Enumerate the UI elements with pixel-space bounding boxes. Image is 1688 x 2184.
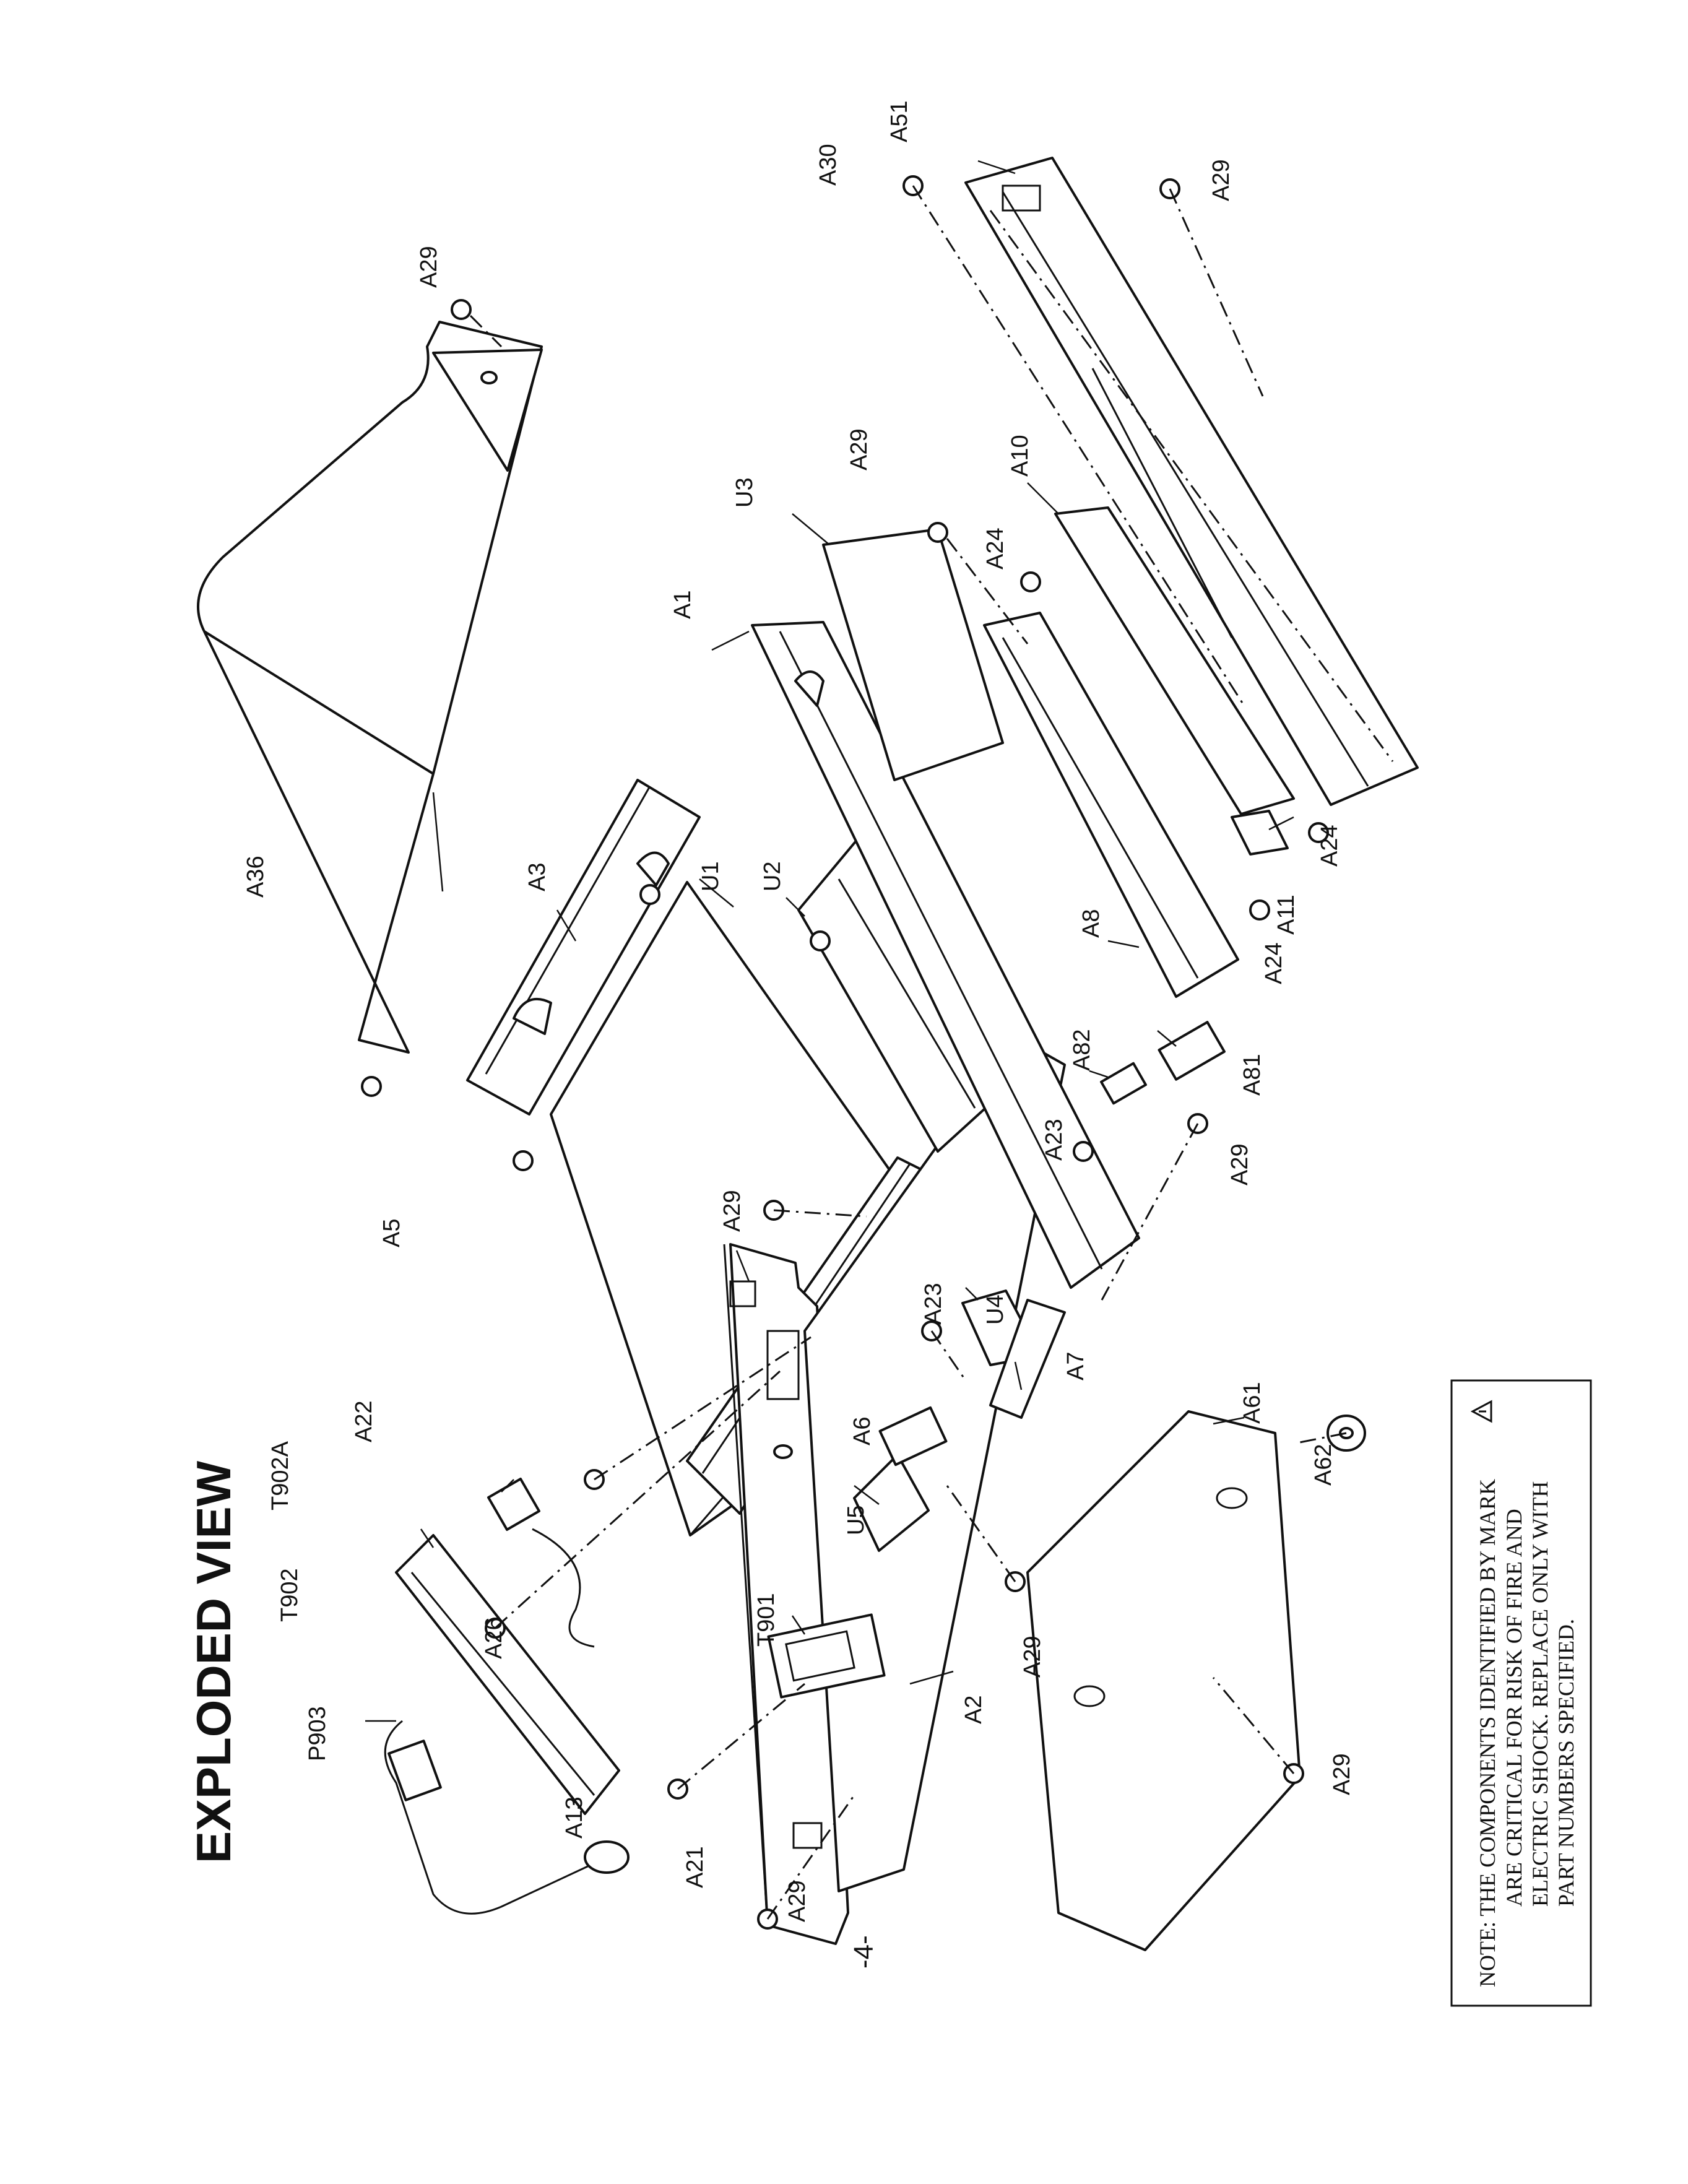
window-a10 xyxy=(1054,506,1295,815)
label-a29: A29 xyxy=(719,1190,745,1232)
label-a29: A29 xyxy=(1019,1636,1045,1678)
label-p903: P903 xyxy=(305,1706,331,1761)
board-u3 xyxy=(822,528,1004,781)
label-a22: A22 xyxy=(351,1400,377,1442)
label-u1: U1 xyxy=(698,861,724,891)
label-a13: A13 xyxy=(561,1796,587,1839)
label-a24: A24 xyxy=(1261,942,1287,984)
front-frame-a1 xyxy=(751,621,1140,1289)
page-title: EXPLODED VIEW xyxy=(186,1461,241,1863)
label-a29: A29 xyxy=(416,246,442,288)
label-a29: A29 xyxy=(784,1880,810,1922)
part-a6 xyxy=(878,1406,948,1467)
label-a11: A11 xyxy=(1273,895,1299,935)
page-number: -4- xyxy=(849,1935,879,1969)
label-a2: A2 xyxy=(961,1696,987,1724)
top-cover-a36 xyxy=(197,321,543,1054)
transformer-t901 xyxy=(767,1613,886,1699)
label-t902a: T902A xyxy=(267,1441,293,1510)
board-u5 xyxy=(853,1454,930,1552)
label-a24: A24 xyxy=(982,527,1008,570)
display-holder-a8 xyxy=(983,612,1239,998)
label-a30: A30 xyxy=(815,144,841,186)
bottom-cover-a61 xyxy=(1026,1410,1301,1951)
label-a10: A10 xyxy=(1007,435,1033,477)
note-box: NOTE: THE COMPONENTS IDENTIFIED BY MARK … xyxy=(1450,1379,1592,2007)
label-a24: A24 xyxy=(1317,825,1343,867)
power-cord-p903 xyxy=(384,1720,595,1915)
label-a26: A26 xyxy=(481,1617,507,1659)
leader-lines xyxy=(365,160,1294,1722)
label-a82: A82 xyxy=(1069,1029,1095,1071)
label-a8: A8 xyxy=(1078,909,1104,938)
part-a11 xyxy=(1231,810,1289,856)
note-line-2: ARE CRITICAL FOR RISK OF FIRE AND xyxy=(1502,1509,1526,1907)
label-a29: A29 xyxy=(1227,1143,1253,1185)
label-a23: A23 xyxy=(920,1283,946,1325)
label-a3: A3 xyxy=(524,863,550,891)
note-line-3: ELECTRIC SHOCK. REPLACE ONLY WITH xyxy=(1528,1481,1552,1907)
label-a5: A5 xyxy=(379,1219,405,1247)
label-a23: A23 xyxy=(1041,1119,1067,1161)
label-u5: U5 xyxy=(843,1505,869,1535)
warning-triangle-icon xyxy=(1470,1400,1492,1423)
side-bracket-a3 xyxy=(466,779,701,1116)
label-a29: A29 xyxy=(846,428,872,470)
label-a1: A1 xyxy=(670,591,696,619)
label-a36: A36 xyxy=(243,856,269,898)
bracket-t902 xyxy=(395,1534,620,1815)
label-a7: A7 xyxy=(1063,1352,1089,1380)
label-a29: A29 xyxy=(1329,1753,1355,1795)
label-a29: A29 xyxy=(1208,159,1234,201)
label-a6: A6 xyxy=(849,1417,875,1445)
front-panel-a51 xyxy=(964,157,1419,806)
part-labels: A29 A30 A51 A29 U3 A29 A10 A24 A1 A36 A3… xyxy=(243,100,1355,1922)
part-a82 xyxy=(1100,1062,1147,1105)
label-a81: A81 xyxy=(1239,1054,1265,1096)
label-a61: A61 xyxy=(1239,1382,1265,1424)
label-t901: T901 xyxy=(753,1593,779,1647)
label-u3: U3 xyxy=(732,477,758,508)
part-a7 xyxy=(989,1299,1066,1419)
label-a62: A62 xyxy=(1310,1444,1336,1486)
label-a21: A21 xyxy=(682,1846,708,1888)
label-t902: T902 xyxy=(277,1568,303,1622)
alignment-lines xyxy=(469,185,1347,1920)
label-u2: U2 xyxy=(760,861,786,891)
strain-relief-a13 xyxy=(584,1840,630,1874)
label-a51: A51 xyxy=(886,100,912,142)
note-line-1: NOTE: THE COMPONENTS IDENTIFIED BY MARK xyxy=(1475,1479,1500,1987)
note-line-4: PART NUMBERS SPECIFIED. xyxy=(1554,1619,1578,1907)
part-a81 xyxy=(1158,1021,1226,1081)
label-u4: U4 xyxy=(982,1294,1008,1325)
